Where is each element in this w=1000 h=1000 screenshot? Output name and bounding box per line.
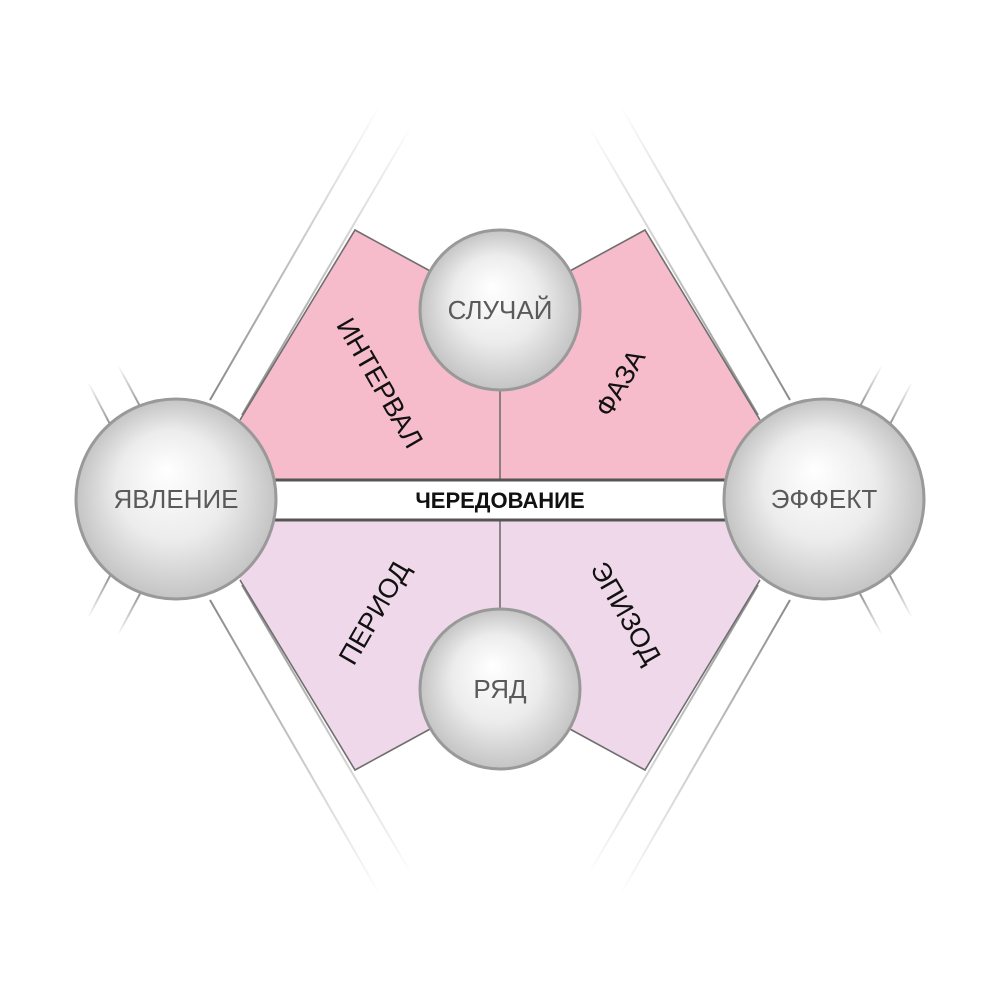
node-bottom: РЯД — [418, 607, 582, 771]
guide-line-upper-right-inner — [587, 124, 759, 416]
node-right: ЭФФЕКТ — [722, 397, 926, 601]
node-left-label: ЯВЛЕНИЕ — [113, 484, 238, 514]
edge-bottom-right — [567, 579, 761, 772]
ray-left-down-1 — [87, 571, 113, 619]
node-bottom-label: РЯД — [473, 674, 527, 704]
guide-line-upper-right-outer — [619, 104, 791, 401]
center-bar-box — [255, 480, 745, 520]
guide-lines — [28, 104, 972, 896]
node-bottom-sphere — [418, 607, 582, 771]
node-right-label: ЭФФЕКТ — [771, 484, 878, 514]
ray-left-up-2 — [117, 364, 143, 411]
node-right-sphere — [722, 397, 926, 601]
edge-top-right — [567, 228, 761, 421]
guide-line-lower-right-outer — [619, 599, 791, 896]
guide-line-upper-left-inner — [241, 124, 413, 416]
ray-right-down-1 — [887, 571, 913, 619]
node-top-sphere — [418, 228, 582, 392]
guide-line-lower-right-inner — [587, 584, 759, 876]
node-top-label: СЛУЧАЙ — [448, 295, 553, 325]
node-top: СЛУЧАЙ — [418, 228, 582, 392]
guide-line-lower-left-inner — [241, 584, 413, 876]
center-label: ЧЕРЕДОВАНИЕ — [415, 488, 584, 513]
ray-right-up-2 — [857, 364, 883, 411]
edge-bottom-left — [239, 579, 433, 772]
ray-left-up-1 — [87, 381, 113, 429]
guide-line-upper-left-outer — [209, 104, 381, 401]
guide-line-lower-left-outer — [209, 599, 381, 896]
node-left-sphere — [74, 397, 278, 601]
ray-right-down-2 — [857, 589, 883, 636]
node-left: ЯВЛЕНИЕ — [74, 397, 278, 601]
edge-top-left — [239, 228, 433, 421]
ray-left-down-2 — [117, 589, 143, 636]
ray-right-up-1 — [887, 381, 913, 429]
center-bar: ЧЕРЕДОВАНИЕ — [255, 478, 745, 522]
